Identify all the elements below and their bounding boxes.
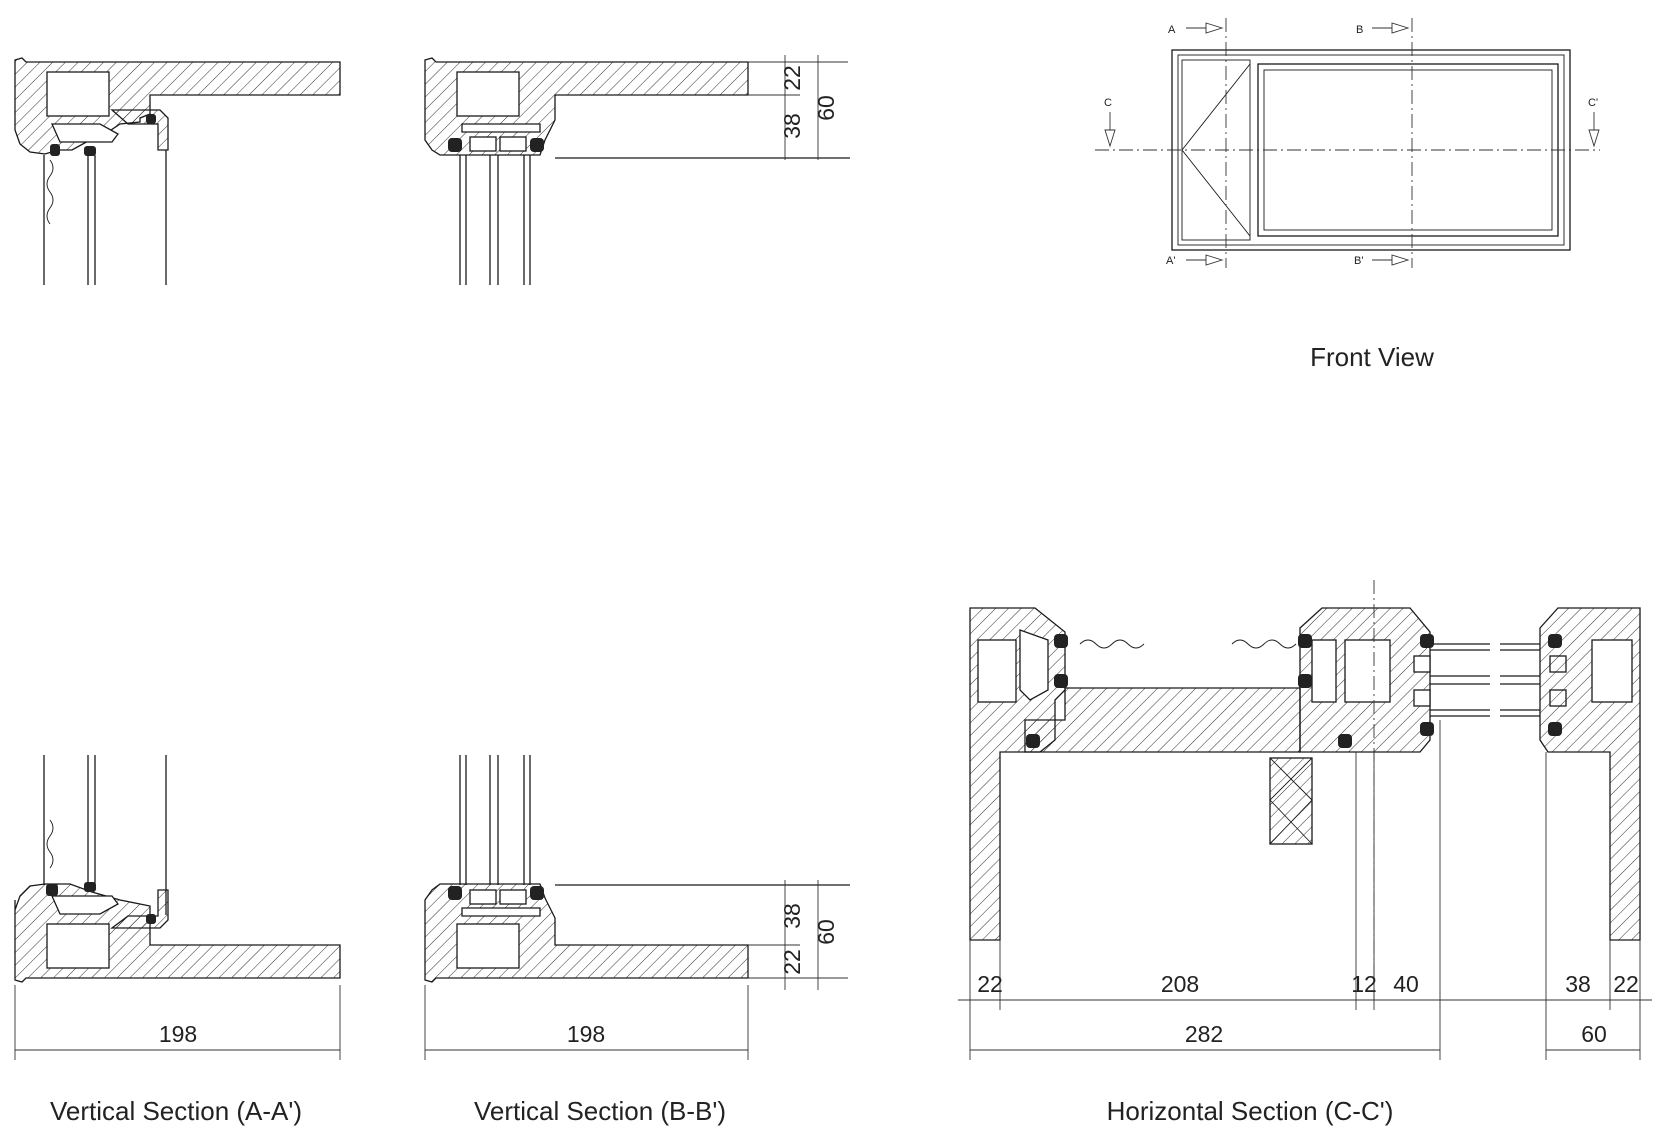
gasket-icon	[1026, 734, 1040, 748]
dimension-label: 60	[1581, 1021, 1607, 1047]
dimension-label: 60	[813, 95, 839, 121]
dimension-label: 22	[977, 971, 1003, 997]
gasket-icon	[146, 914, 156, 924]
gasket-icon	[530, 138, 544, 152]
gasket-icon	[1298, 674, 1312, 688]
dimension-label: 60	[813, 919, 839, 945]
gasket-icon	[448, 886, 462, 900]
dimension-label: 198	[159, 1021, 197, 1047]
caption-horizontal-section-c: Horizontal Section (C-C')	[1107, 1096, 1394, 1126]
gasket-icon	[1054, 634, 1068, 648]
front-view: A B A' B' C C' Front View	[1095, 18, 1600, 372]
vertical-section-a-top	[14, 57, 341, 285]
gasket-icon	[1298, 634, 1312, 648]
vertical-section-b-top: 22 38 60	[424, 55, 850, 285]
section-mark: B	[1356, 24, 1363, 36]
section-mark: C'	[1588, 97, 1598, 109]
dimension-label: 208	[1161, 971, 1199, 997]
gasket-icon	[1548, 634, 1562, 648]
dimension-label: 38	[779, 113, 805, 139]
gasket-icon	[1420, 722, 1434, 736]
section-mark: C	[1104, 97, 1112, 109]
vertical-section-b-bottom: 38 22 60 198 Vertical Section (B-B')	[424, 755, 850, 1126]
dimension-label: 12	[1351, 971, 1377, 997]
dimension-label: 198	[567, 1021, 605, 1047]
dimension-label: 22	[779, 949, 805, 975]
gasket-icon	[146, 114, 156, 124]
vertical-section-a-bottom: 198 Vertical Section (A-A')	[14, 755, 341, 1126]
dimension-label: 282	[1185, 1021, 1223, 1047]
gasket-icon	[46, 884, 58, 896]
dimension-label: 38	[779, 903, 805, 929]
section-mark: B'	[1354, 255, 1363, 267]
caption-vertical-section-a: Vertical Section (A-A')	[50, 1096, 302, 1126]
dimension-label: 38	[1565, 971, 1591, 997]
gasket-icon	[1054, 674, 1068, 688]
gasket-icon	[1548, 722, 1562, 736]
dimension-label: 22	[1613, 971, 1639, 997]
dimension-label: 40	[1393, 971, 1419, 997]
gasket-icon	[448, 138, 462, 152]
gasket-icon	[84, 146, 96, 156]
section-mark: A	[1168, 24, 1176, 36]
gasket-icon	[1338, 734, 1352, 748]
section-mark: A'	[1166, 255, 1175, 267]
gasket-icon	[530, 886, 544, 900]
dimension-label: 22	[779, 65, 805, 91]
gasket-icon	[1420, 634, 1434, 648]
gasket-icon	[50, 144, 60, 156]
caption-front-view: Front View	[1310, 342, 1434, 372]
gasket-icon	[84, 882, 96, 892]
caption-vertical-section-b: Vertical Section (B-B')	[474, 1096, 726, 1126]
horizontal-section-c: 22 208 12 40 38 22 282 60 Horizontal Sec…	[958, 580, 1652, 1126]
